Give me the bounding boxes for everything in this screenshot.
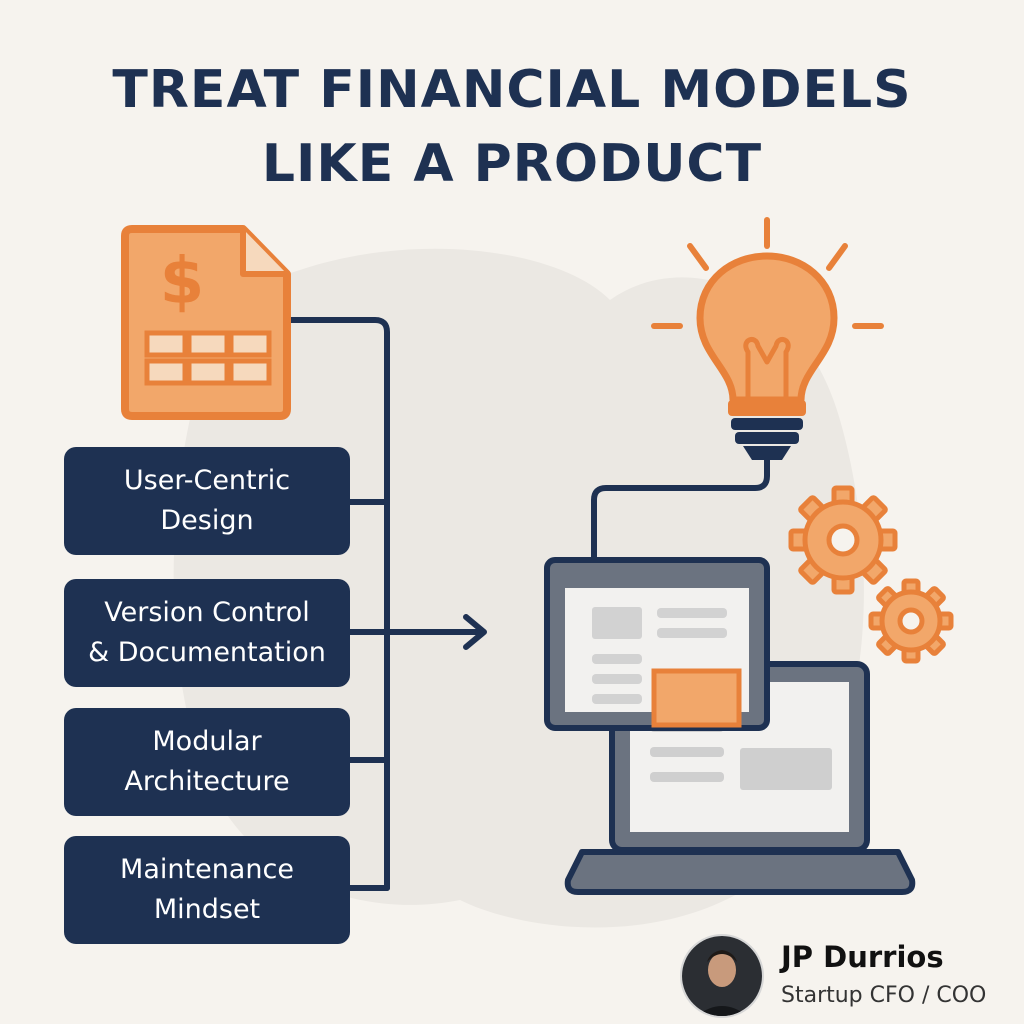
gear-small xyxy=(868,578,954,664)
highlight-block xyxy=(651,668,742,728)
arrow-right-icon xyxy=(463,614,487,650)
gear-large xyxy=(788,485,898,595)
browser-window-icon xyxy=(544,557,770,731)
page-title-line-2: LIKE A PRODUCT xyxy=(261,134,763,194)
principle-label-line-2: Architecture xyxy=(124,766,290,797)
window-content xyxy=(592,607,742,728)
spreadsheet-document-icon: $ xyxy=(121,225,291,420)
principle-label-line-2: Mindset xyxy=(153,894,261,925)
bulb-collar xyxy=(728,400,806,416)
bulb-cable xyxy=(591,457,770,563)
bulb-filament xyxy=(743,337,791,401)
principle-label-line-2: & Documentation xyxy=(88,637,326,668)
connector-trunk xyxy=(287,317,390,891)
table-grid xyxy=(144,330,272,386)
author-role: Startup CFO / COO xyxy=(781,983,987,1008)
gears-icon xyxy=(788,485,954,664)
dollar-sign: $ xyxy=(160,245,205,319)
laptop-base xyxy=(564,849,916,895)
principle-label-line-2: Design xyxy=(160,505,254,536)
bulb-base xyxy=(731,418,803,460)
principle-label-line-1: User-Centric xyxy=(123,465,291,496)
bulb-glass xyxy=(696,252,838,404)
principle-maintenance-mindset: Maintenance Mindset xyxy=(64,836,350,944)
author-name: JP Durrios xyxy=(781,940,944,974)
principle-user-centric-design: User-Centric Design xyxy=(64,447,350,555)
page-title-line-1: TREAT FINANCIAL MODELS xyxy=(112,60,912,120)
avatar xyxy=(680,934,764,1018)
lightbulb-icon xyxy=(591,217,884,563)
principle-label-line-1: Modular xyxy=(152,726,262,757)
light-rays xyxy=(651,217,884,329)
principle-modular-architecture: Modular Architecture xyxy=(64,708,350,816)
principle-version-control: Version Control & Documentation xyxy=(64,579,350,687)
connector-lines xyxy=(287,317,487,891)
principle-label-line-1: Maintenance xyxy=(120,854,294,885)
principle-label-line-1: Version Control xyxy=(104,597,310,628)
